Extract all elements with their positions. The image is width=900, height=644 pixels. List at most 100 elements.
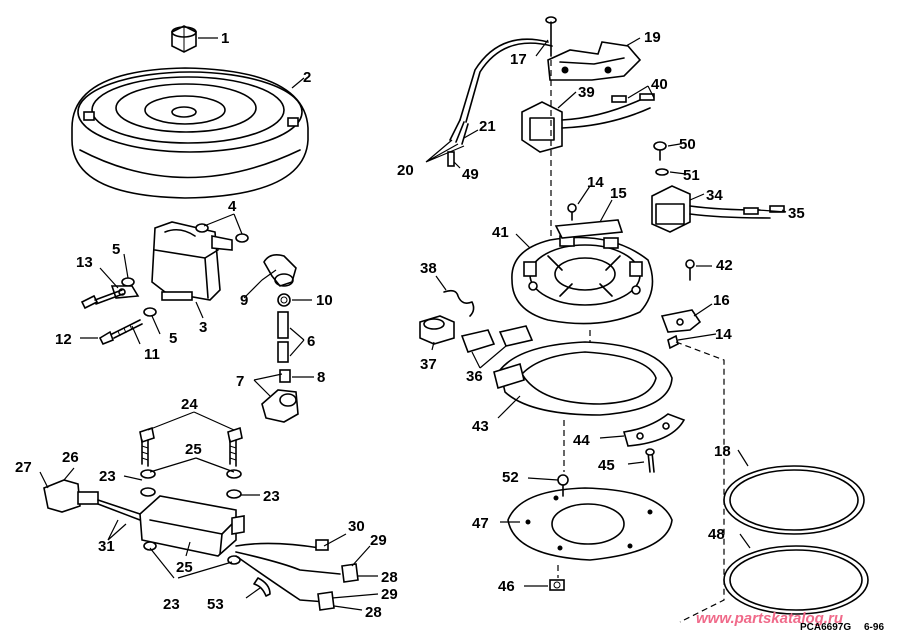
support-plate-screw xyxy=(557,474,569,497)
timer-base-bracket xyxy=(554,219,624,239)
flywheel-nut xyxy=(171,25,197,53)
retaining-ring-lower xyxy=(723,545,869,615)
plate-screw xyxy=(685,259,695,281)
callout: 15 xyxy=(610,185,627,202)
boot-ring xyxy=(277,293,291,307)
power-pack-connector xyxy=(43,479,141,521)
callout: 23 xyxy=(263,488,280,505)
callout: 19 xyxy=(644,29,661,46)
callout: 43 xyxy=(472,418,489,435)
retainer-plate xyxy=(493,341,673,416)
callout: 5 xyxy=(112,241,120,258)
callout: 24 xyxy=(181,396,198,413)
power-pack-washers xyxy=(140,469,242,565)
callout: 46 xyxy=(498,578,515,595)
callout: 3 xyxy=(199,319,207,336)
callout: 5 xyxy=(169,330,177,347)
callout: 11 xyxy=(144,346,160,363)
callout: 28 xyxy=(381,569,398,586)
throttle-spring xyxy=(443,289,475,317)
callout: 50 xyxy=(679,136,696,153)
watermark: www.partskatalog.ru xyxy=(696,610,843,627)
callout: 4 xyxy=(228,198,237,215)
callout: 13 xyxy=(76,254,93,271)
armature-plate xyxy=(511,235,654,325)
coil-screws xyxy=(80,289,143,346)
spring-clip xyxy=(279,369,291,383)
callout: 44 xyxy=(573,432,590,449)
callout: 7 xyxy=(236,373,244,390)
callout: 25 xyxy=(176,559,193,576)
callout: 14 xyxy=(587,174,604,191)
callout: 49 xyxy=(462,166,479,183)
plate-screw-small xyxy=(667,334,679,350)
spark-plug-boot-lower xyxy=(261,389,299,423)
retaining-ring-upper xyxy=(723,465,865,535)
callout: 28 xyxy=(365,604,382,621)
drawing-code: PCA6697G xyxy=(800,622,851,633)
alignment-lines xyxy=(550,60,725,623)
charge-coil xyxy=(521,99,651,153)
stator-harness xyxy=(449,38,553,145)
callout: 40 xyxy=(651,76,668,93)
callout: 25 xyxy=(185,441,202,458)
flywheel xyxy=(71,67,309,199)
sensor-coil xyxy=(651,185,771,233)
callout: 36 xyxy=(466,368,483,385)
callout: 1 xyxy=(221,30,229,47)
power-pack-bolts xyxy=(139,426,243,467)
rectifier-screw xyxy=(545,16,557,57)
ignition-coil xyxy=(151,221,233,301)
callout: 21 xyxy=(479,118,496,135)
callout: 9 xyxy=(240,292,248,309)
callout: 51 xyxy=(683,167,700,184)
harness-sleeve xyxy=(447,151,455,167)
callout-labels: 1 2 3 4 5 5 6 7 8 9 10 11 12 13 14 14 15… xyxy=(15,29,805,621)
callout: 35 xyxy=(788,205,805,222)
callout: 18 xyxy=(714,443,731,460)
callout: 38 xyxy=(420,260,437,277)
callout: 53 xyxy=(207,596,224,613)
callout: 29 xyxy=(381,586,398,603)
callout: 37 xyxy=(420,356,437,373)
callout: 52 xyxy=(502,469,519,486)
callout: 26 xyxy=(62,449,79,466)
callout: 30 xyxy=(348,518,365,535)
support-plate-nut xyxy=(549,579,565,591)
callout: 12 xyxy=(55,331,72,348)
callout: 2 xyxy=(303,69,311,86)
callout: 16 xyxy=(713,292,730,309)
callout: 29 xyxy=(370,532,387,549)
sensor-screw xyxy=(653,141,667,161)
callout: 47 xyxy=(472,515,489,532)
magnet-segment xyxy=(622,413,686,447)
callout: 6 xyxy=(307,333,315,350)
callout: 20 xyxy=(397,162,414,179)
connector-boots xyxy=(460,325,534,353)
callout: 8 xyxy=(317,369,325,386)
kill-switch-connector xyxy=(419,315,455,345)
drawing-date: 6-96 xyxy=(864,622,884,633)
callout: 23 xyxy=(99,468,116,485)
callout: 23 xyxy=(163,596,180,613)
callout: 39 xyxy=(578,84,595,101)
support-plate xyxy=(507,487,673,561)
callout: 42 xyxy=(716,257,733,274)
sensor-washer xyxy=(655,168,669,176)
spark-plug-boot-upper xyxy=(263,254,297,287)
cam-follower-screw xyxy=(567,203,577,221)
throttle-cam xyxy=(660,309,702,333)
rectifier xyxy=(547,41,642,81)
magnet-screw xyxy=(645,448,655,473)
callout: 17 xyxy=(510,51,527,68)
callout: 31 xyxy=(98,538,115,555)
high-tension-lead xyxy=(277,311,289,363)
callout: 14 xyxy=(715,326,732,343)
callout: 48 xyxy=(708,526,725,543)
power-pack xyxy=(139,495,245,557)
callout: 10 xyxy=(316,292,333,309)
power-pack-wires xyxy=(235,539,359,611)
callout: 34 xyxy=(706,187,723,204)
callout: 41 xyxy=(492,224,509,241)
